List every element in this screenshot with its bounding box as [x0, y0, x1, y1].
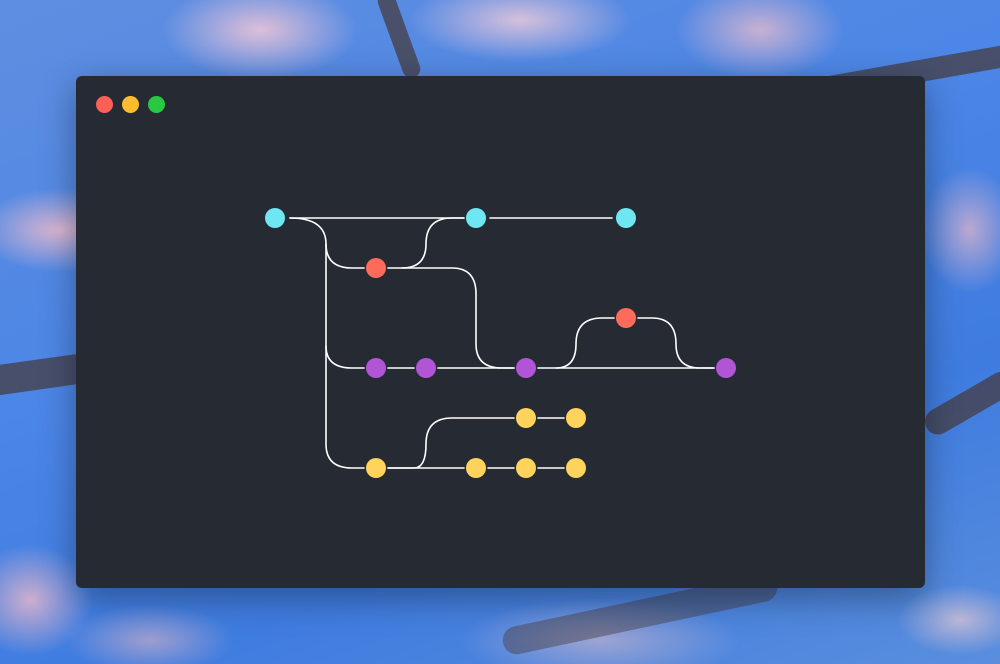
commit-feature [466, 458, 486, 478]
feature-branch-line [387, 417, 515, 469]
commit-hotfix [366, 258, 386, 278]
hotfix-bump [637, 317, 715, 369]
branch-curve [325, 243, 365, 269]
app-window [76, 76, 925, 588]
commit-feature [516, 458, 536, 478]
window-controls [96, 96, 165, 113]
hotfix-bump [555, 317, 615, 369]
commit-main [265, 208, 285, 228]
merge-curve [401, 267, 515, 369]
commit-develop [516, 358, 536, 378]
commit-feature [566, 458, 586, 478]
commit-feature [516, 408, 536, 428]
maximize-button[interactable] [148, 96, 165, 113]
commit-main [616, 208, 636, 228]
commit-feature [566, 408, 586, 428]
minimize-button[interactable] [122, 96, 139, 113]
commit-develop [366, 358, 386, 378]
merge-curve [387, 217, 465, 269]
commit-main [466, 208, 486, 228]
background-branch [920, 366, 1000, 440]
commit-feature [366, 458, 386, 478]
close-button[interactable] [96, 96, 113, 113]
background-branch [375, 0, 423, 81]
branch-curve [325, 345, 365, 369]
commit-develop [416, 358, 436, 378]
commit-develop [716, 358, 736, 378]
git-graph [265, 208, 736, 478]
branch-curve [289, 217, 365, 469]
commit-hotfix [616, 308, 636, 328]
